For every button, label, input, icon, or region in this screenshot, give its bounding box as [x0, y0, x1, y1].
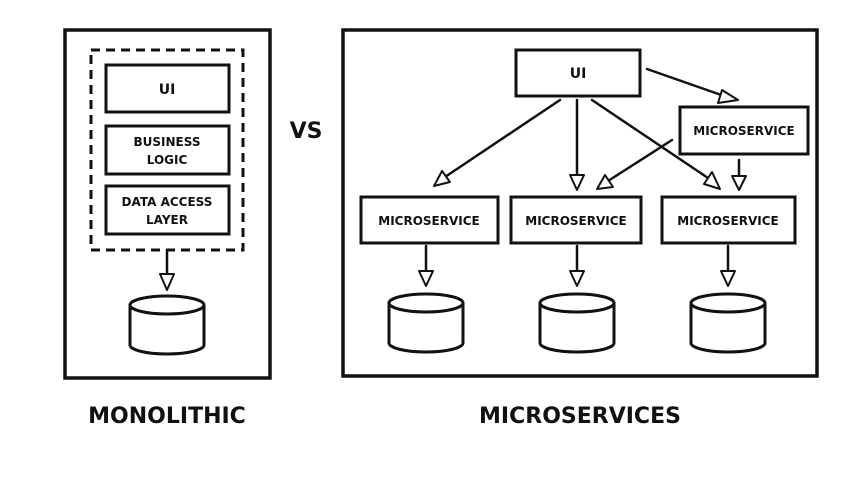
microservices-caption: MICROSERVICES — [479, 404, 681, 429]
top-microservice-box — [678, 105, 810, 156]
ui-to-service-2-arrowhead — [569, 174, 585, 191]
top-service-to-service-2-arrow — [606, 138, 674, 183]
ui-to-top-service-arrowhead — [717, 89, 739, 104]
microservices-frame — [341, 28, 819, 378]
ui-to-service-3-arrow — [590, 98, 710, 180]
microservice-box-3 — [660, 195, 797, 245]
database-icon-2 — [538, 292, 616, 354]
database-icon-3 — [689, 292, 767, 354]
ui-to-top-service-arrow — [645, 67, 729, 99]
service-3-to-db-arrowhead — [720, 270, 736, 287]
microservice-box-2 — [509, 195, 643, 245]
monolith-to-db-arrowhead — [159, 273, 175, 291]
versus-label: VS — [290, 119, 323, 144]
monolith-ui-label: UI — [159, 82, 176, 98]
database-icon-1 — [387, 292, 465, 354]
ui-to-service-1-arrowhead — [433, 170, 451, 187]
service-2-to-db-arrowhead — [569, 270, 585, 287]
monolithic-frame — [63, 28, 272, 380]
micro-ui-label: UI — [570, 66, 587, 82]
monolithic-caption: MONOLITHIC — [88, 404, 246, 429]
microservice-label-1: MICROSERVICE — [378, 214, 480, 228]
microservice-box-1 — [359, 195, 500, 245]
micro-ui-box — [514, 48, 642, 98]
monolith-ui-layer — [104, 63, 231, 114]
monolith-database-icon — [128, 294, 206, 356]
monolith-data-access-layer — [104, 184, 231, 236]
top-microservice-label: MICROSERVICE — [693, 124, 795, 138]
top-service-to-service-3-arrowhead — [731, 175, 747, 191]
top-service-to-service-2-arrowhead — [596, 174, 614, 190]
microservice-label-2: MICROSERVICE — [525, 214, 627, 228]
monolith-business-logic-layer — [104, 124, 231, 176]
microservice-label-3: MICROSERVICE — [677, 214, 779, 228]
ui-to-service-3-arrowhead — [703, 171, 721, 190]
service-1-to-db-arrowhead — [418, 270, 434, 287]
ui-to-service-1-arrow — [443, 98, 562, 179]
